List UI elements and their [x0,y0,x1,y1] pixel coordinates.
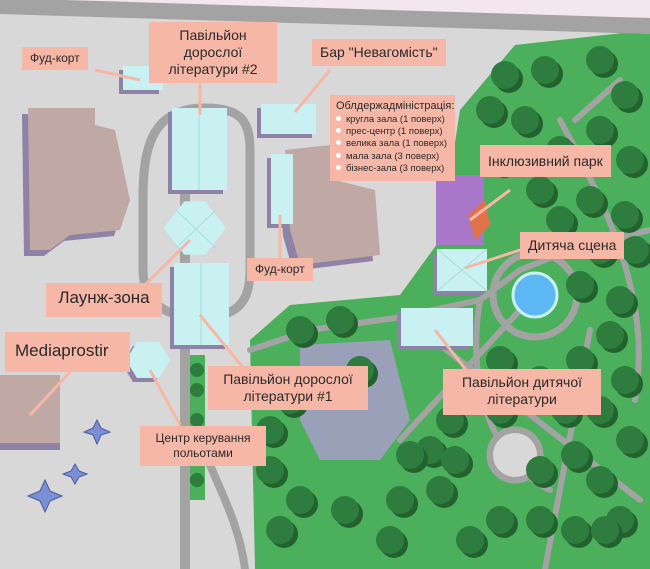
pavilion-food-court-mid [267,154,293,228]
tree [586,466,614,494]
tree [326,306,354,334]
tree [531,56,559,84]
tree [566,346,594,374]
tree [491,61,519,89]
tree [526,456,554,484]
label-pavilion-literature-2: Павільйон дорослої літератури #2 [149,22,277,84]
tree [456,526,484,554]
oda-item: кругла зала (1 поверх) [336,114,449,126]
tree [486,506,514,534]
label-flight-center: Центр керування польотами [140,426,266,466]
oda-item: мала зала (3 поверх) [336,151,449,163]
oda-title: Облдержадміністрація: [336,100,455,112]
oda-list: кругла зала (1 поверх) прес-центр (1 пов… [336,114,449,175]
tree [586,46,614,74]
tree [561,516,589,544]
tree [586,116,614,144]
tree [266,516,294,544]
label-bar: Бар "Невагомість" [312,39,446,67]
tree [331,496,359,524]
tree [566,271,594,299]
tree [561,441,589,469]
label-food-court-top: Фуд-корт [22,47,88,70]
label-oda: Облдержадміністрація: кругла зала (1 пов… [330,95,455,181]
tree [526,176,554,204]
oda-item: бізнес-зала (3 поверх) [336,163,449,175]
tree [286,486,314,514]
oda-item: велика зала (1 поверх) [336,138,449,150]
hedges [190,363,204,487]
oda-item: прес-центр (1 поверх) [336,126,449,138]
tree [396,441,424,469]
tree [591,516,619,544]
label-kids-stage: Дитяча сцена [520,232,625,260]
label-inclusive-park: Інклюзивний парк [480,145,611,177]
tree [376,526,404,554]
tree [286,316,314,344]
label-kids-literature: Павільйон дитячої літератури [443,369,601,415]
tree [546,206,574,234]
pavilion-kids-literature [397,308,473,350]
tree [606,286,634,314]
label-lounge: Лаунж-зона [46,283,162,317]
tree [611,201,639,229]
tree [596,321,624,349]
plane-icon [26,418,112,514]
label-food-court-mid: Фуд-корт [247,258,313,281]
tree [441,446,469,474]
tree [486,346,514,374]
tree [621,236,649,264]
tree [611,366,639,394]
pavilion-kids-stage [433,248,488,295]
pavilion-bar [257,104,316,138]
pavilion-literature-2 [168,108,227,194]
tree [526,506,554,534]
building-mediaprostir [0,375,60,450]
pond [511,271,559,319]
tree [386,486,414,514]
tree [476,96,504,124]
building-oda [278,145,380,271]
tree [576,186,604,214]
label-mediaprostir: Mediaprostir [5,332,130,372]
label-pavilion-literature-1: Павільйон дорослої літератури #1 [208,366,368,411]
tree [616,426,644,454]
tree [511,106,539,134]
building-left [22,108,130,256]
tree [611,81,639,109]
pavilion-literature-1 [170,263,229,349]
tree [616,146,644,174]
pavilion-flight-center [122,342,170,382]
plaza-circle [493,433,537,477]
pavilion-lounge [163,201,227,255]
tree [426,476,454,504]
